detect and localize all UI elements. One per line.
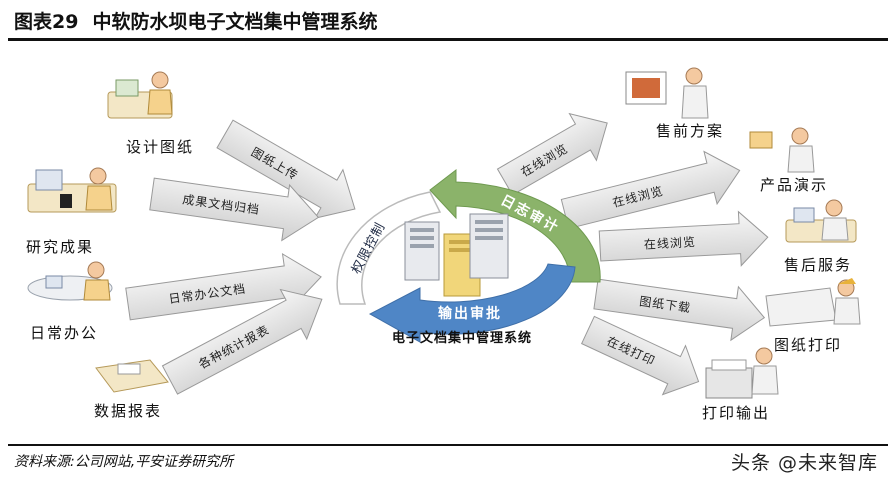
arrow-download-drawings: 图纸下载 — [593, 278, 766, 342]
designer-desk-icon — [107, 71, 173, 119]
node-daily-office: 日常办公 — [27, 261, 113, 342]
server-icon — [404, 213, 509, 297]
researcher-desk-icon — [27, 167, 117, 213]
node-research-results: 研究成果 — [26, 167, 117, 256]
node-label-design: 设计图纸 — [126, 138, 194, 156]
cycle-label-output: 输出审批 — [438, 305, 502, 322]
figure-title: 中软防水坝电子文档集中管理系统 — [92, 10, 378, 33]
arrow-office-docs: 日常办公文档 — [125, 253, 322, 321]
node-label-research: 研究成果 — [26, 238, 94, 256]
reports-desk-icon — [95, 359, 169, 393]
figure-number: 图表29 — [14, 10, 79, 33]
demo-icon — [749, 127, 815, 173]
system-diagram: 图纸上传 成果文档归档 日常办公文档 各种统计报表 在线浏览 在线浏览 在线浏览… — [0, 42, 896, 440]
node-label-service: 售后服务 — [784, 256, 852, 274]
arrow-stat-reports: 各种统计报表 — [161, 288, 323, 395]
node-product-demo: 产品演示 — [749, 127, 828, 194]
node-label-reports: 数据报表 — [94, 402, 162, 420]
node-label-demo: 产品演示 — [760, 176, 828, 194]
node-drawing-print: 图纸打印 — [765, 278, 861, 354]
watermark: 头条 @未来智库 — [730, 451, 878, 474]
source-note: 资料来源:公司网站,平安证券研究所 — [14, 454, 234, 470]
arrow-label-browse-3: 在线浏览 — [644, 234, 697, 252]
node-data-reports: 数据报表 — [94, 359, 169, 420]
node-after-sales: 售后服务 — [784, 199, 857, 274]
printer-icon — [705, 347, 779, 399]
system-title: 电子文档集中管理系统 — [392, 330, 532, 346]
plotter-icon — [765, 278, 861, 327]
arrow-browse-service: 在线浏览 — [598, 210, 769, 267]
service-desk-icon — [785, 199, 857, 243]
arrow-browse-demo: 在线浏览 — [560, 150, 741, 230]
central-cycle: 权限控制 日志审计 输出审批 电子文档集中管理系统 — [336, 168, 601, 346]
node-presales: 售前方案 — [625, 67, 724, 140]
figure-header: 图表29 中软防水坝电子文档集中管理系统 — [8, 2, 888, 41]
presenter-icon — [625, 67, 709, 119]
office-worker-icon — [27, 261, 113, 301]
node-label-drawing-print: 图纸打印 — [774, 336, 842, 354]
node-label-office: 日常办公 — [30, 324, 98, 342]
figure-footer: 资料来源:公司网站,平安证券研究所 头条 @未来智库 — [8, 444, 888, 476]
node-print-output: 打印输出 — [702, 347, 779, 422]
arrow-archive-results: 成果文档归档 — [149, 177, 320, 242]
node-label-print-output: 打印输出 — [702, 404, 770, 422]
node-label-presales: 售前方案 — [656, 122, 724, 140]
node-design-drawings: 设计图纸 — [107, 71, 194, 156]
